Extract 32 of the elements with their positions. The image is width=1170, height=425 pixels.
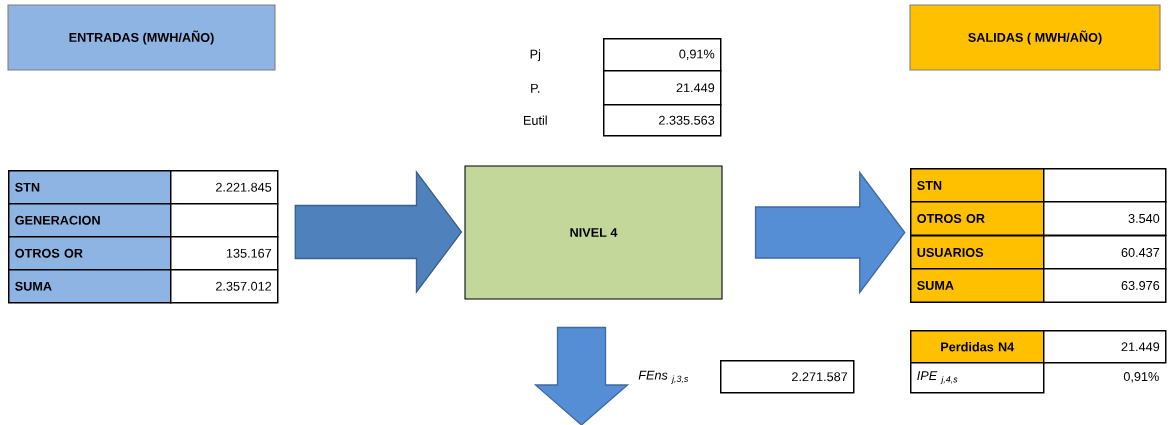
table-cell: OTROS OR bbox=[8, 236, 172, 271]
table-cell: 63.976 bbox=[1043, 268, 1167, 303]
table-cell: 60.437 bbox=[1043, 235, 1167, 270]
table-cell: 0,91% bbox=[603, 38, 722, 72]
header-box: ENTRADAS (MWH/AÑO) bbox=[7, 4, 276, 71]
header-box: SALIDAS ( MWH/AÑO) bbox=[909, 4, 1161, 71]
table-cell: STN bbox=[910, 168, 1045, 203]
block-arrow bbox=[754, 170, 906, 295]
table-cell: OTROS OR bbox=[910, 201, 1045, 236]
label-text: Eutil bbox=[524, 115, 547, 125]
process-box: NIVEL 4 bbox=[464, 165, 723, 300]
label-text: 0,91% bbox=[1123, 372, 1159, 383]
table-cell: SUMA bbox=[910, 268, 1045, 303]
table-cell: USUARIOS bbox=[910, 235, 1045, 270]
table-cell: 135.167 bbox=[170, 236, 279, 271]
label-text: Pj bbox=[530, 49, 541, 62]
block-arrow bbox=[294, 170, 463, 294]
label-text: FEns $_{j,3,s}$ bbox=[638, 370, 689, 384]
table-cell: IPE $_{j,4,s}$ bbox=[910, 362, 1045, 394]
table-cell: 3.540 bbox=[1043, 201, 1167, 236]
table-cell: 2.271.587 bbox=[720, 360, 855, 394]
table-cell: GENERACION bbox=[8, 203, 172, 238]
table-cell: 2.357.012 bbox=[170, 269, 279, 304]
table-cell: 21.449 bbox=[603, 70, 722, 106]
label-text: P. bbox=[531, 83, 540, 93]
table-cell: 2.221.845 bbox=[170, 170, 279, 205]
table-cell: SUMA bbox=[8, 269, 172, 304]
table-cell: STN bbox=[8, 170, 172, 205]
block-arrow bbox=[533, 326, 630, 425]
table-cell: Perdidas N4 bbox=[910, 330, 1045, 364]
table-cell: 2.335.563 bbox=[603, 104, 722, 137]
table-cell: 21.449 bbox=[1043, 330, 1167, 364]
